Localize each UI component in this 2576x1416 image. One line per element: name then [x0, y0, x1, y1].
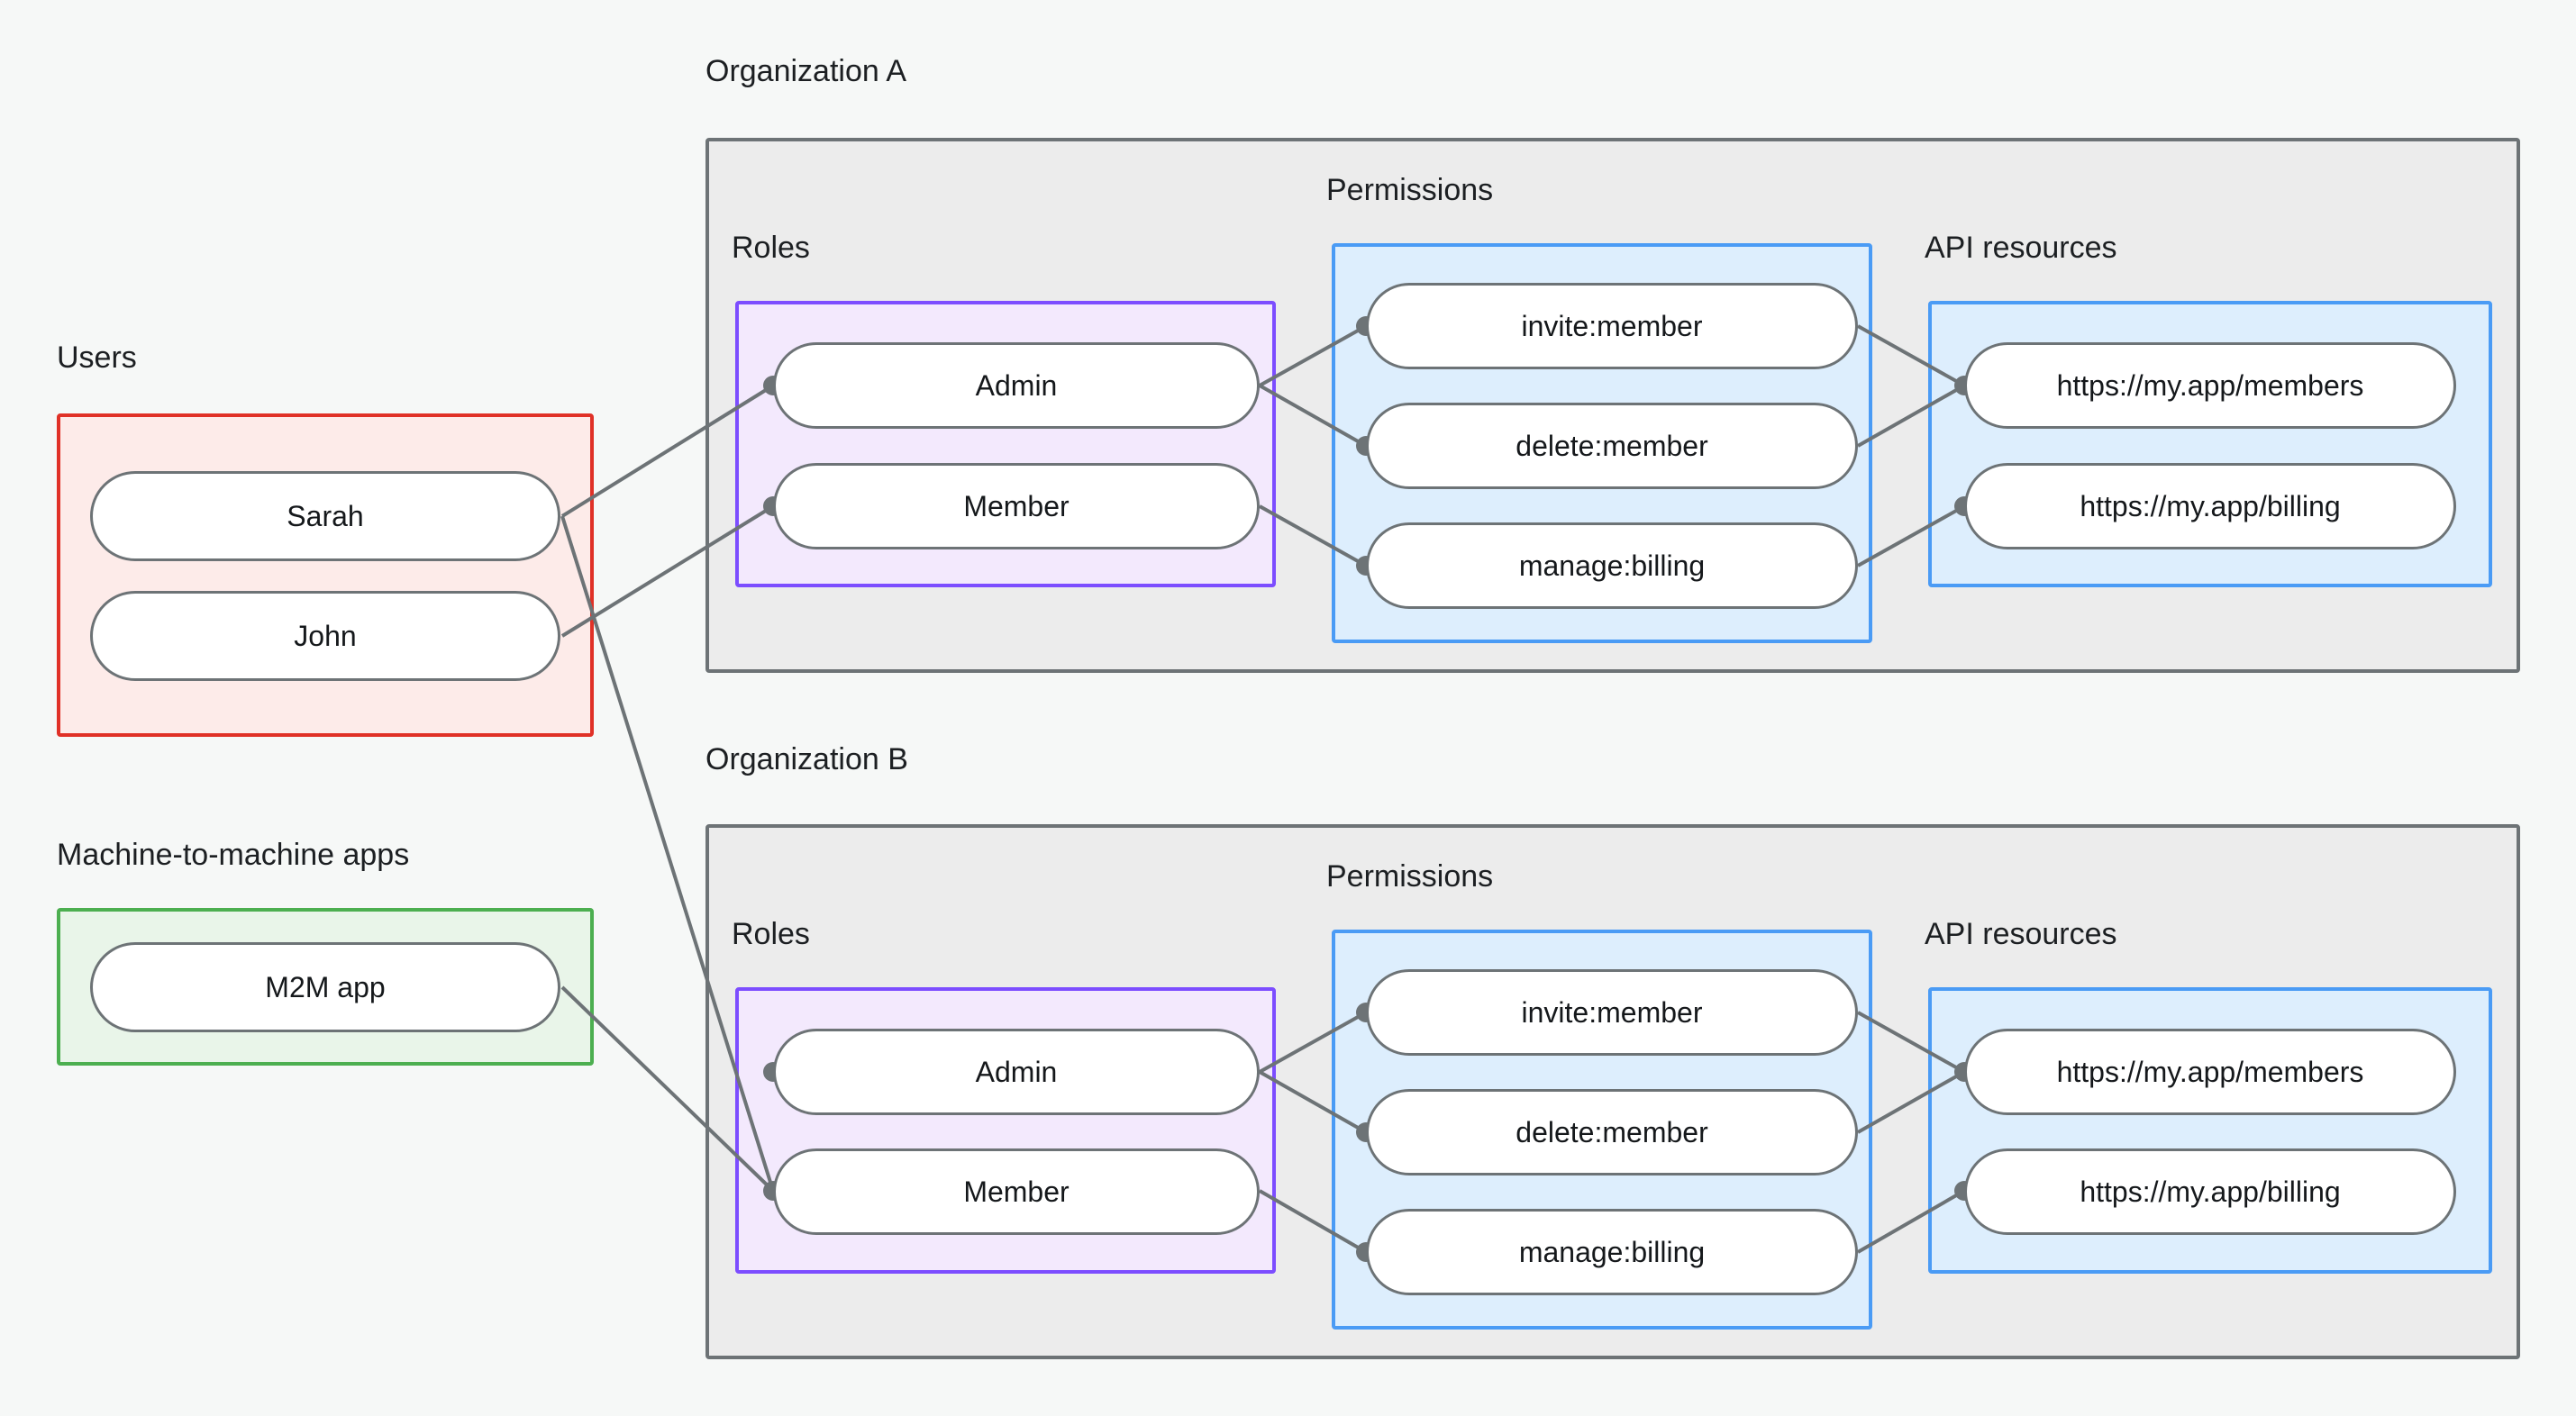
org-b-permissions-caption: Permissions: [1326, 859, 1494, 894]
org-a-role-admin[interactable]: Admin: [773, 342, 1260, 429]
org-a-roles-caption: Roles: [732, 231, 810, 265]
org-a-permission-invite-member[interactable]: invite:member: [1366, 283, 1858, 369]
org-b-roles-caption: Roles: [732, 917, 810, 951]
m2m-caption: Machine-to-machine apps: [57, 838, 410, 872]
org-a-api-resource-members[interactable]: https://my.app/members: [1964, 342, 2456, 429]
org-a-api-resource-billing[interactable]: https://my.app/billing: [1964, 463, 2456, 549]
org-b-role-member[interactable]: Member: [773, 1148, 1260, 1235]
org-b-permission-manage-billing[interactable]: manage:billing: [1366, 1209, 1858, 1295]
org-b-permission-delete-member[interactable]: delete:member: [1366, 1089, 1858, 1175]
org-a-permission-manage-billing[interactable]: manage:billing: [1366, 522, 1858, 609]
org-b-role-admin[interactable]: Admin: [773, 1029, 1260, 1115]
org-a-api-caption: API resources: [1925, 231, 2117, 265]
org-a-caption: Organization A: [705, 54, 907, 88]
org-b-api-caption: API resources: [1925, 917, 2117, 951]
org-a-permissions-caption: Permissions: [1326, 173, 1494, 207]
org-a-role-member[interactable]: Member: [773, 463, 1260, 549]
m2m-node-m2m-app[interactable]: M2M app: [90, 942, 560, 1032]
org-b-api-resource-members[interactable]: https://my.app/members: [1964, 1029, 2456, 1115]
org-b-api-resource-billing[interactable]: https://my.app/billing: [1964, 1148, 2456, 1235]
users-caption: Users: [57, 340, 137, 375]
org-b-permission-invite-member[interactable]: invite:member: [1366, 969, 1858, 1056]
user-node-sarah[interactable]: Sarah: [90, 471, 560, 561]
org-b-caption: Organization B: [705, 742, 908, 776]
user-node-john[interactable]: John: [90, 591, 560, 681]
users-group: [57, 413, 594, 737]
org-a-permission-delete-member[interactable]: delete:member: [1366, 403, 1858, 489]
